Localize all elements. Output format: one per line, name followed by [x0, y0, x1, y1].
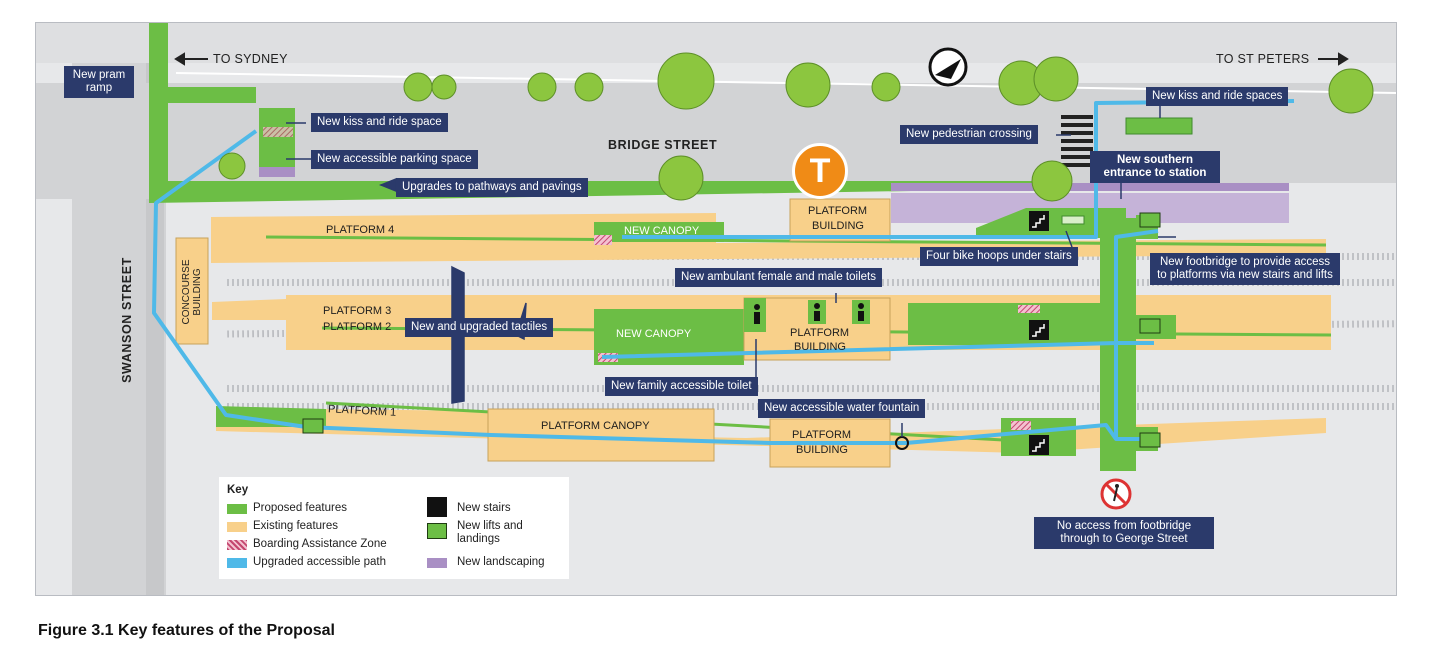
platform-3-label: PLATFORM 3 — [323, 305, 392, 317]
direction-sydney: TO SYDNEY — [213, 52, 288, 66]
kiss-ride-area — [259, 108, 295, 168]
direction-st-peters: TO ST PETERS — [1216, 52, 1310, 66]
station-map: TO SYDNEY TO ST PETERS BRIDGE STREET SWA… — [35, 22, 1397, 596]
trees — [218, 52, 1374, 202]
key-label-stairs: New stairs — [457, 502, 511, 514]
bridge-street-upper-road — [36, 23, 1396, 63]
no-access-icon — [1100, 478, 1132, 510]
key-swatch-boarding — [227, 540, 247, 550]
callout-pram-ramp: New pram ramp — [64, 66, 134, 98]
new-canopy-top-label: NEW CANOPY — [624, 225, 700, 237]
swanson-street-label: SWANSON STREET — [119, 257, 134, 383]
callout-bike-hoops: Four bike hoops under stairs — [920, 247, 1078, 266]
arrow-right-icon — [1318, 52, 1349, 66]
pedestrian-crossing — [1061, 115, 1093, 167]
platform-building-south-label-1: PLATFORM — [792, 429, 852, 441]
bridge-street-label: BRIDGE STREET — [608, 138, 718, 152]
callout-tactiles: New and upgraded tactiles — [405, 318, 554, 337]
key-label-landscaping: New landscaping — [457, 556, 545, 568]
toilet-icon — [754, 303, 864, 324]
callout-pedestrian-crossing: New pedestrian crossing — [900, 125, 1038, 144]
landscaping-north-2 — [891, 183, 1289, 191]
key-label-path: Upgraded accessible path — [253, 556, 386, 568]
key-swatch-path — [227, 558, 247, 568]
key-label-proposed: Proposed features — [253, 502, 347, 514]
key-label-lifts: New lifts and landings — [457, 520, 523, 545]
platform-4-label: PLATFORM 4 — [326, 224, 395, 236]
callout-family-toilet: New family accessible toilet — [605, 377, 758, 396]
callout-kiss-ride-space: New kiss and ride space — [311, 113, 448, 132]
callout-pathways: Upgrades to pathways and pavings — [396, 178, 588, 197]
kiss-ride-spaces-box — [1125, 117, 1193, 135]
key-label-existing: Existing features — [253, 520, 339, 532]
platform-building-south-label-2: BUILDING — [796, 444, 848, 456]
key-label-boarding: Boarding Assistance Zone — [253, 538, 387, 550]
platform-building-mid-label-1: PLATFORM — [790, 327, 850, 339]
map-key: Key Proposed features Existing features … — [219, 477, 569, 579]
concourse-building — [175, 237, 209, 345]
key-title: Key — [227, 484, 249, 496]
platform-building-mid-label-2: BUILDING — [794, 341, 846, 353]
stairs-icon — [427, 497, 447, 517]
lift-icon — [427, 523, 447, 539]
lift-icon — [302, 212, 1161, 448]
callout-water-fountain: New accessible water fountain — [758, 399, 926, 418]
callout-southern-entrance: New southern entrance to station — [1090, 151, 1220, 183]
arrow-left-icon — [174, 52, 208, 66]
north-arrow-icon — [928, 47, 968, 87]
platform-canopy-label: PLATFORM CANOPY — [541, 420, 650, 432]
callout-footbridge: New footbridge to provide access to plat… — [1150, 253, 1340, 285]
callout-accessible-parking: New accessible parking space — [311, 150, 478, 169]
callout-ambulant-toilets: New ambulant female and male toilets — [675, 268, 882, 287]
platform-building-top — [789, 198, 891, 242]
platform-building-north-label-2: BUILDING — [812, 220, 864, 232]
platform-2-label: PLATFORM 2 — [323, 321, 392, 333]
key-swatch-proposed — [227, 504, 247, 514]
callout-kiss-ride-spaces: New kiss and ride spaces — [1146, 87, 1289, 106]
key-swatch-existing — [227, 522, 247, 532]
key-swatch-landscaping — [427, 558, 447, 568]
landscaping-left — [259, 167, 295, 177]
new-canopy-mid-label: NEW CANOPY — [616, 328, 692, 340]
platform-building-north-label-1: PLATFORM — [808, 205, 868, 217]
concourse-building-label: CONCOURSE BUILDING — [181, 259, 203, 325]
accessible-path — [152, 129, 1154, 445]
figure-caption: Figure 3.1 Key features of the Proposal — [38, 622, 335, 639]
callout-no-access: No access from footbridge through to Geo… — [1034, 517, 1214, 549]
station-logo: T — [792, 143, 848, 199]
southern-entrance — [976, 208, 1126, 238]
